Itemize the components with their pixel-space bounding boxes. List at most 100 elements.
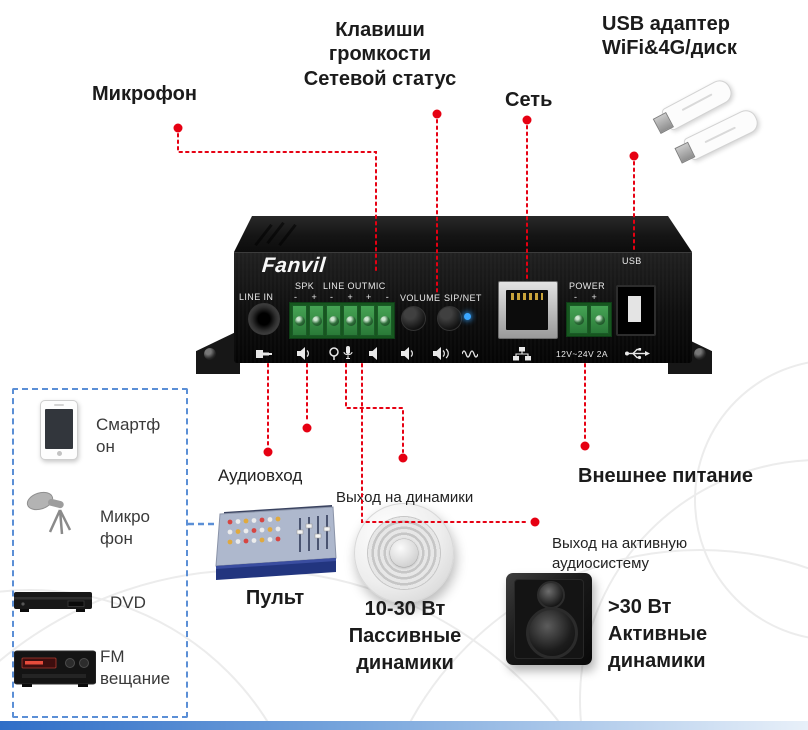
speaker-center-cap xyxy=(390,539,418,567)
callout-volume-line1: Клавиши xyxy=(335,19,425,41)
line-in-label: LINE IN xyxy=(239,292,274,302)
mic-icon xyxy=(343,346,353,360)
audio-sources-box xyxy=(12,388,188,718)
mixer-image xyxy=(214,500,338,584)
terminal-cell xyxy=(343,305,358,336)
terminal-screw-icon xyxy=(311,315,322,326)
active-line1: >30 Вт xyxy=(608,596,672,618)
mic-label: MIC xyxy=(368,281,386,291)
callout-microphone: Микрофон xyxy=(92,83,197,105)
line-out-label: LINE OUT xyxy=(323,281,368,291)
speaker-mid-icon xyxy=(401,347,416,360)
usb-icon xyxy=(625,347,651,360)
terminal-screw-icon xyxy=(573,314,584,325)
bottom-accent-bar xyxy=(0,721,808,730)
phone-speaker-slit xyxy=(54,404,64,406)
source-label-smartphone: Смартф он xyxy=(96,414,168,458)
mixer-label: Пульт xyxy=(245,587,305,609)
terminal-screw-icon xyxy=(362,315,373,326)
terminal-cell xyxy=(292,305,307,336)
callout-speaker-output: Выход на динамики xyxy=(336,489,474,506)
speaker-terminal-block xyxy=(289,302,395,339)
callout-network: Сеть xyxy=(505,89,553,111)
dongle-label-decor xyxy=(681,93,713,112)
screw-hole-icon xyxy=(694,348,706,360)
callout-audio-input: Аудиовход xyxy=(218,466,303,485)
callout-active-output-line1: Выход на активную xyxy=(552,535,688,552)
terminal-cell xyxy=(309,305,324,336)
source-label-fm: FM вещание xyxy=(100,646,170,690)
volume-knob xyxy=(401,306,426,331)
spk-label: SPK xyxy=(295,281,315,291)
source-smartphone-line1: Смартф xyxy=(96,415,161,434)
passive-line2: Пассивные xyxy=(348,625,462,647)
callout-volume-line2: громкости xyxy=(328,43,432,66)
power-rating-label: 12V~24V 2A xyxy=(556,349,608,359)
smartphone-image xyxy=(40,400,78,460)
phone-home-button xyxy=(56,451,62,456)
power-polarity: - + xyxy=(574,292,603,302)
passive-line1: 10-30 Вт xyxy=(364,598,446,620)
terminal-screw-icon xyxy=(345,315,356,326)
line-in-icon xyxy=(256,348,272,360)
ceiling-speaker-image xyxy=(354,503,454,603)
ethernet-opening xyxy=(506,290,548,330)
passive-speakers-label: 10-30 Вт Пассивные динамики xyxy=(340,596,470,677)
usb-tongue xyxy=(628,296,641,322)
speaker-high-icon xyxy=(433,347,451,360)
ethernet-port xyxy=(498,281,558,339)
screw-hole-icon xyxy=(204,348,216,360)
terminal-cell xyxy=(360,305,375,336)
callout-network-status: Сетевой статус xyxy=(303,67,457,90)
source-fm-line2: вещание xyxy=(100,669,171,689)
source-microphone-line1: Микро xyxy=(100,507,151,526)
signal-wave-icon xyxy=(462,348,478,360)
power-label: POWER xyxy=(569,281,606,291)
terminal-cell xyxy=(569,305,588,334)
dvd-player-image xyxy=(14,588,92,616)
source-microphone-line2: фон xyxy=(100,529,133,549)
active-speaker-image xyxy=(506,573,592,665)
active-line2: Активные xyxy=(608,623,708,645)
callout-usb-line1: USB адаптер xyxy=(602,13,730,35)
source-label-microphone: Микро фон xyxy=(100,506,164,550)
terminal-screw-icon xyxy=(379,315,390,326)
phone-screen xyxy=(45,409,73,449)
volume-label: VOLUME xyxy=(400,293,441,303)
ethernet-pins-icon xyxy=(511,293,543,300)
terminal-screw-icon xyxy=(594,314,605,325)
terminal-cell xyxy=(326,305,341,336)
network-icon xyxy=(513,347,531,361)
active-line3: динамики xyxy=(608,650,706,672)
spk-polarity: - + xyxy=(294,292,323,302)
mic-polarity: + - xyxy=(366,292,395,302)
source-dvd-line1: DVD xyxy=(110,593,146,612)
active-speakers-label: >30 Вт Активные динамики xyxy=(608,594,707,675)
brand-logo: Fanvil xyxy=(261,254,327,277)
terminal-screw-icon xyxy=(294,315,305,326)
source-smartphone-line2: он xyxy=(96,437,115,457)
passive-line3: динамики xyxy=(356,652,454,674)
terminal-screw-icon xyxy=(328,315,339,326)
status-led xyxy=(464,313,471,320)
callout-active-output-line2: аудиосистему xyxy=(552,555,650,573)
line-in-jack xyxy=(248,303,280,335)
microphone-image xyxy=(24,488,86,536)
woofer-icon xyxy=(526,607,578,659)
callout-usb-adapter: USB адаптер WiFi&4G/диск xyxy=(602,12,797,61)
line-out-polarity: - + xyxy=(330,292,359,302)
power-terminal-block xyxy=(566,302,612,337)
callout-usb-line2: WiFi&4G/диск xyxy=(602,37,737,60)
usb-label: USB xyxy=(622,256,642,266)
terminal-cell xyxy=(377,305,392,336)
callout-active-output: Выход на активную аудиосистему xyxy=(552,534,732,575)
spk-icon xyxy=(297,347,312,360)
sip-net-button xyxy=(437,306,462,331)
dongle-label-decor xyxy=(704,126,736,144)
mic-jack-icon xyxy=(328,347,340,360)
speaker-low-icon xyxy=(369,347,381,360)
usb-port xyxy=(616,285,656,336)
terminal-cell xyxy=(590,305,609,334)
sip-net-label: SIP/NET xyxy=(444,293,482,303)
